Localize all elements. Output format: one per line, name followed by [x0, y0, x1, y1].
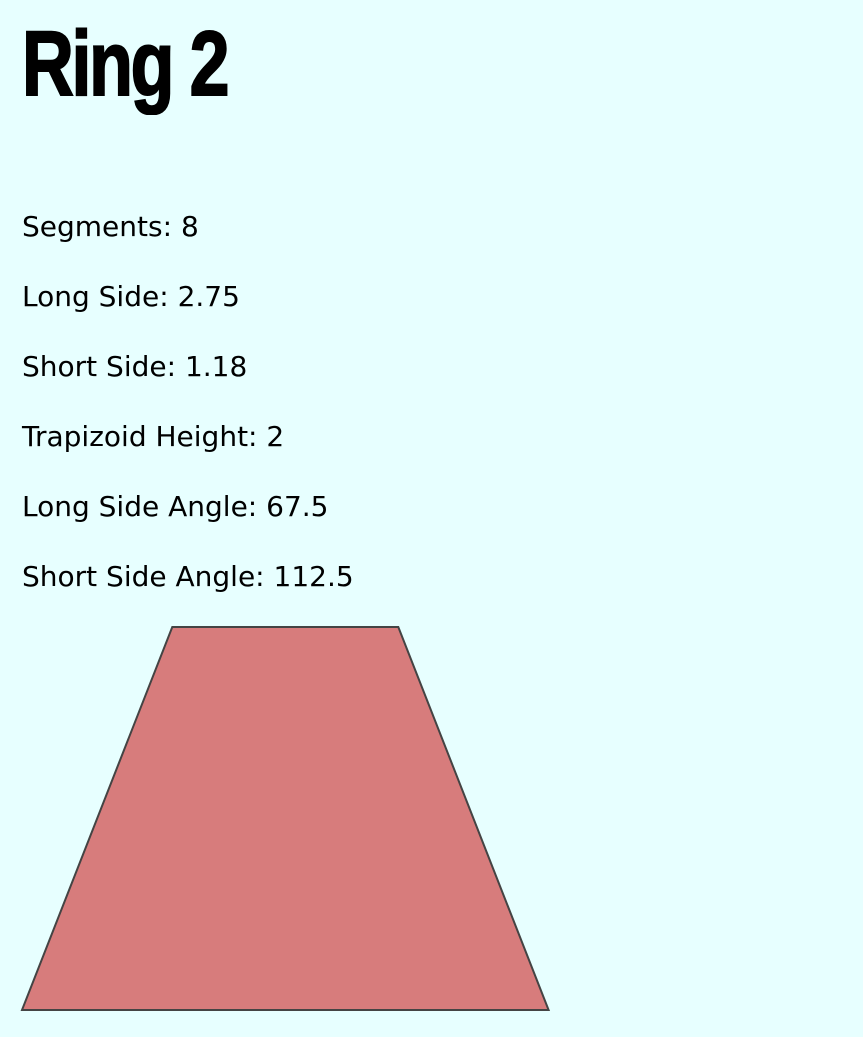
segments-label: Segments:	[22, 210, 173, 243]
long-side-angle-label: Long Side Angle:	[22, 490, 258, 523]
long-side-angle-info: Long Side Angle: 67.5	[22, 489, 328, 525]
short-side-angle-label: Short Side Angle:	[22, 560, 265, 593]
segments-value: 8	[180, 210, 199, 243]
page-title: Ring 2	[21, 13, 230, 115]
trapezoid-shape	[20, 626, 551, 1011]
long-side-value: 2.75	[177, 280, 240, 313]
short-side-angle-value: 112.5	[273, 560, 354, 593]
long-side-label: Long Side:	[22, 280, 169, 313]
short-side-value: 1.18	[184, 350, 248, 383]
short-side-angle-info: Short Side Angle: 112.5	[22, 559, 354, 595]
trapezoid-height-info: Trapizoid Height: 2	[22, 419, 284, 455]
trapezoid-height-label: Trapizoid Height:	[22, 420, 258, 453]
short-side-label: Short Side:	[22, 350, 177, 383]
long-side-info: Long Side: 2.75	[22, 279, 240, 315]
short-side-info: Short Side: 1.18	[22, 349, 247, 385]
trapezoid-diagram	[0, 600, 600, 1030]
long-side-angle-value: 67.5	[266, 490, 329, 523]
trapezoid-canvas	[20, 626, 551, 1011]
segments-info: Segments: 8	[22, 209, 199, 245]
trapezoid-height-value: 2	[266, 420, 285, 453]
